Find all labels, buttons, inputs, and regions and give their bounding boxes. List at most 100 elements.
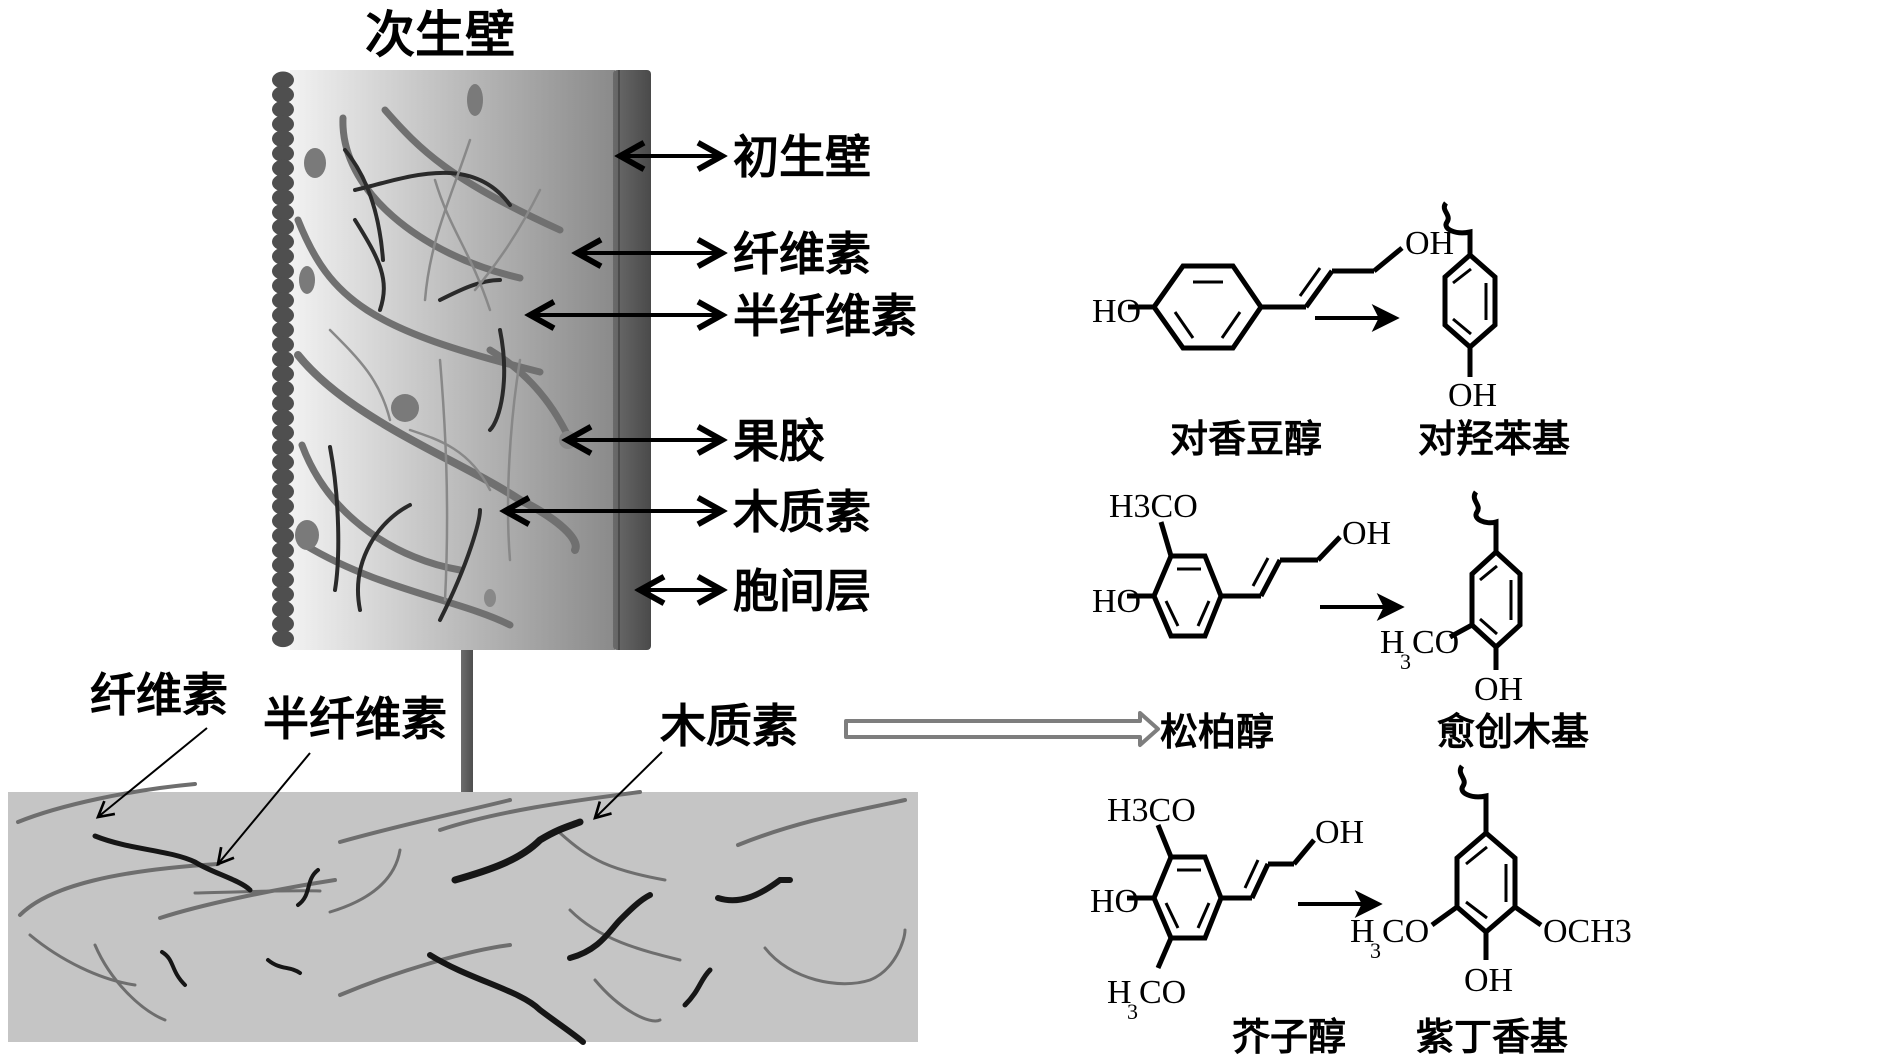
cellulose-fiber — [93, 943, 167, 1022]
membrane-bead — [272, 409, 294, 427]
membrane-bead — [272, 86, 294, 104]
membrane-bead — [272, 218, 294, 236]
hemicellulose-fiber — [438, 278, 502, 302]
membrane-bead — [272, 630, 294, 648]
oh-group: OH — [1474, 671, 1523, 708]
cellulose-fiber — [568, 908, 682, 962]
membrane-bead — [272, 615, 294, 633]
label-cellulose: 纤维素 — [733, 227, 871, 281]
membrane-bead — [272, 336, 294, 354]
membrane-bead — [272, 468, 294, 486]
methoxy-bottom: H 3 CO — [1107, 974, 1186, 1024]
guaiacyl-unit: H 3 CO OH 愈创木基 — [1380, 490, 1589, 754]
membrane-bead — [272, 159, 294, 177]
hemicellulose-fiber — [92, 833, 253, 893]
p-hydroxyphenyl-unit: OH 对羟苯基 — [1418, 201, 1570, 461]
membrane-bead — [272, 394, 294, 412]
cellulose-fiber — [301, 541, 514, 629]
cellulose-fiber — [763, 928, 907, 986]
matrix-labels: 纤维素 半纤维素 木质素 — [90, 668, 798, 753]
monolignol-name: 芥子醇 — [1232, 1015, 1346, 1059]
lignin-strand — [408, 428, 492, 492]
membrane-bead — [272, 380, 294, 398]
cellulose-fiber — [338, 943, 512, 997]
label-hemicellulose: 半纤维素 — [733, 289, 917, 343]
membrane-bead — [272, 100, 294, 118]
membrane-bead — [272, 71, 294, 89]
hollow-arrow-to-monomers — [844, 711, 1160, 747]
membrane-bead — [272, 233, 294, 251]
membrane-bead — [272, 439, 294, 456]
hemicellulose-fiber — [266, 958, 302, 975]
ho-group: HO — [1092, 583, 1141, 620]
p-coumaryl-alcohol: HO OH 对香豆醇 — [1092, 225, 1454, 461]
lignin-strand — [438, 358, 449, 602]
hemicellulose-fiber — [356, 503, 412, 612]
svg-text:H: H — [1107, 974, 1132, 1011]
membrane-bead — [272, 174, 294, 192]
label-pectin: 果胶 — [733, 414, 825, 468]
cellulose-fiber — [381, 106, 564, 234]
matrix-fibers — [16, 782, 907, 1045]
hemicellulose-fiber — [353, 170, 512, 207]
membrane-bead — [272, 541, 294, 559]
hemicellulose-fiber — [488, 328, 507, 432]
membrane-bead — [272, 600, 294, 618]
lignin-strand — [506, 358, 522, 562]
pectin-blobs — [295, 84, 577, 607]
unit-name: 愈创木基 — [1437, 710, 1589, 754]
svg-text:CO: CO — [1382, 913, 1429, 950]
lignin-strand — [473, 188, 542, 292]
secondary-wall — [290, 70, 615, 650]
arrow-matrix-cellulose — [95, 727, 208, 819]
hemicellulose-fiber — [343, 148, 385, 262]
arrow-matrix-hemicellulose — [216, 752, 311, 867]
oh-group: OH — [1448, 377, 1497, 414]
oh-group: OH — [1315, 814, 1364, 851]
oh-group: OH — [1405, 225, 1454, 262]
matrix-callout-arrows — [95, 727, 663, 867]
membrane-bead — [272, 483, 294, 501]
svg-text:CO: CO — [1412, 624, 1459, 661]
hemicellulose-fiber — [296, 868, 320, 907]
cellulose-fiber — [339, 114, 524, 282]
cellulose-fiber — [158, 878, 337, 920]
membrane-bead — [272, 424, 294, 442]
lignin-strand — [328, 328, 392, 422]
methoxy-top-group: H3CO — [1109, 488, 1198, 525]
arrow-matrix-lignin — [593, 751, 663, 820]
svg-text:CO: CO — [1139, 974, 1186, 1011]
membrane-bead — [272, 453, 294, 471]
cellulose-fiber — [298, 441, 464, 574]
cellulose-fiber — [16, 782, 197, 824]
coniferyl-alcohol: H3CO HO OH 松柏醇 — [1092, 488, 1391, 754]
membrane-bead — [272, 350, 294, 368]
label-lignin: 木质素 — [733, 485, 871, 539]
membrane-bead — [272, 130, 294, 148]
hemicellulose-fiber — [427, 952, 586, 1045]
svg-text:3: 3 — [1400, 649, 1411, 674]
ho-group: HO — [1092, 293, 1141, 330]
lignocellulose-matrix: 纤维素 半纤维素 木质素 — [8, 668, 918, 1045]
secondary-wall-title: 次生壁 — [365, 6, 515, 64]
cellulose-fiber — [736, 798, 907, 847]
cellulose-fiber — [338, 798, 512, 844]
membrane-bead — [272, 115, 294, 133]
membrane-bead — [272, 512, 294, 530]
methoxy-left: H 3 CO — [1380, 624, 1459, 674]
cell-wall-block: 次生壁 — [272, 6, 917, 650]
membrane-bead — [272, 306, 294, 324]
oh-group: OH — [1342, 515, 1391, 552]
hemicellulose-fiber — [451, 818, 584, 884]
membrane-bead — [272, 571, 294, 589]
cellulose-fiber — [558, 831, 667, 882]
cellulose-fiber — [18, 862, 220, 917]
matrix-label-lignin: 木质素 — [660, 699, 798, 753]
hemicellulose-fiber — [715, 877, 793, 904]
hemicellulose-fiber — [438, 508, 482, 622]
matrix-label-hemicellulose: 半纤维素 — [263, 692, 447, 746]
plasma-membrane-beads — [272, 71, 294, 648]
hemicellulose-fiber — [567, 892, 653, 961]
membrane-bead — [272, 321, 294, 339]
